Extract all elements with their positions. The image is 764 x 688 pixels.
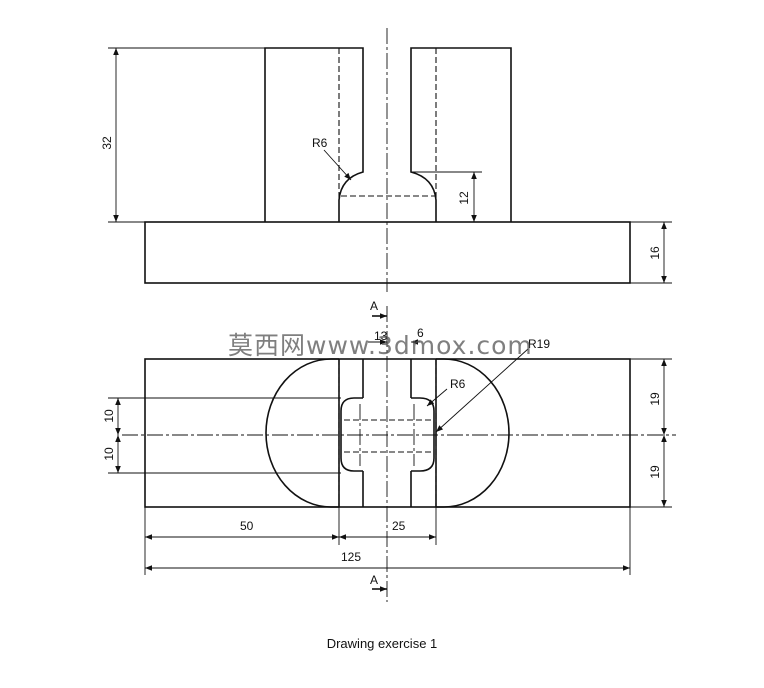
dim-125-label: 125	[341, 550, 361, 564]
dim-r19-leader	[435, 348, 529, 433]
plan-hidden-lines	[338, 359, 437, 507]
dim-10-top-label: 10	[102, 409, 116, 423]
plan-slot-inner	[340, 359, 435, 507]
dim-bottom-ext	[144, 507, 631, 575]
plan-r6-label: R6	[450, 377, 466, 391]
plan-r6-leader	[426, 388, 448, 407]
dim-19-ext	[630, 358, 672, 508]
dim-13-label: 13	[374, 329, 388, 343]
dim-10-ext	[108, 397, 341, 474]
front-r6-leader	[323, 149, 352, 181]
dim-19-bottom-label: 19	[648, 465, 662, 479]
plan-view: A A 13 6 R19 R6 10 10 19 19 50 25 125	[102, 299, 676, 602]
front-view: 32 12 16 R6	[100, 28, 672, 292]
dim-19-top-label: 19	[648, 392, 662, 406]
dim-32-label: 32	[100, 136, 114, 150]
dim-6-label: 6	[417, 326, 424, 340]
section-a-top-label: A	[370, 299, 378, 313]
dim-r19-label: R19	[528, 337, 550, 351]
dim-50-label: 50	[240, 519, 254, 533]
dim-10-bottom-label: 10	[102, 447, 116, 461]
plan-outer-rounded-boss	[265, 358, 510, 508]
front-right-block-outline	[410, 47, 512, 222]
front-base-outline	[144, 221, 631, 284]
dim-12-label: 12	[457, 191, 471, 205]
dim-32-lines	[108, 47, 265, 223]
dim-25-label: 25	[392, 519, 406, 533]
front-left-block-outline	[264, 47, 364, 222]
front-r6-label: R6	[312, 136, 328, 150]
watermark-text: 莫西网www.3dmox.com	[228, 331, 533, 360]
dim-16-label: 16	[648, 246, 662, 260]
plan-base-outline	[144, 358, 631, 508]
drawing-caption: Drawing exercise 1	[326, 636, 438, 651]
front-hidden-lines	[338, 48, 437, 200]
section-a-bottom-label: A	[370, 573, 378, 587]
plan-minor-centerlines	[359, 404, 415, 466]
